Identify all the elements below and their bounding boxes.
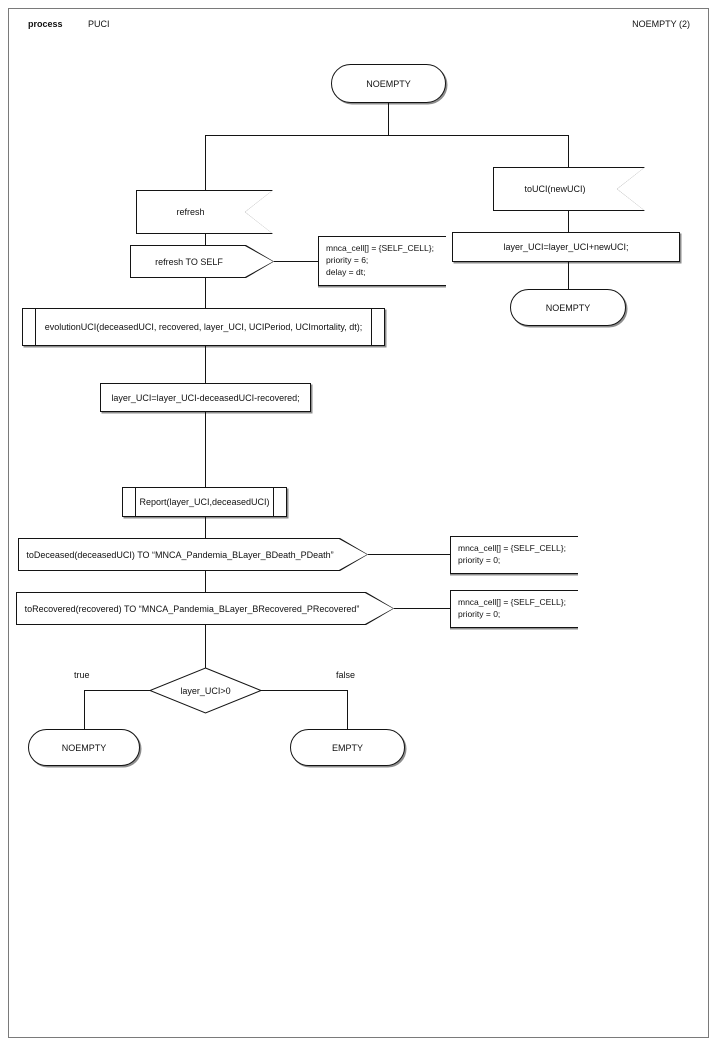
decision-condition-label: layer_UCI>0 bbox=[180, 685, 231, 696]
procedure-report[interactable]: Report(layer_UCI,deceasedUCI) bbox=[122, 487, 287, 517]
procedure-report-label: Report(layer_UCI,deceasedUCI) bbox=[138, 497, 271, 507]
state-noempty-touci-end-label: NOEMPTY bbox=[545, 302, 591, 313]
comment-refresh-line-2: priority = 6; bbox=[326, 255, 369, 265]
state-noempty-true-label: NOEMPTY bbox=[61, 742, 107, 753]
connector-task-to-report bbox=[205, 412, 206, 487]
connector-start-to-split bbox=[388, 103, 389, 135]
connector-comment-refresh bbox=[274, 261, 319, 262]
connector-split-bar bbox=[205, 135, 569, 136]
connector-comment-deceased bbox=[368, 554, 451, 555]
output-refresh-self-label: refresh TO SELF bbox=[155, 256, 223, 267]
connector-touci-to-task bbox=[568, 211, 569, 232]
state-empty-false-label: EMPTY bbox=[331, 742, 363, 753]
comment-deceased-parameters: mnca_cell[] = {SELF_CELL}; priority = 0; bbox=[450, 536, 578, 574]
comment-refresh-line-3: delay = dt; bbox=[326, 267, 366, 277]
connector-recovered-to-decision bbox=[205, 625, 206, 668]
input-touci-label: toUCI(newUCI) bbox=[524, 184, 586, 194]
procedure-evolution-uci-label: evolutionUCI(deceasedUCI, recovered, lay… bbox=[43, 322, 364, 332]
output-recovered-fill bbox=[17, 593, 393, 624]
connector-report-to-deceased bbox=[205, 517, 206, 538]
connector-deceased-to-recovered bbox=[205, 571, 206, 592]
comment-refresh-line-1: mnca_cell[] = {SELF_CELL}; bbox=[326, 243, 434, 253]
comment-deceased-line-1: mnca_cell[] = {SELF_CELL}; bbox=[458, 543, 566, 553]
connector-split-to-refresh bbox=[205, 135, 206, 190]
comment-refresh-parameters: mnca_cell[] = {SELF_CELL}; priority = 6;… bbox=[318, 236, 446, 286]
task-layer-uci-add[interactable]: layer_UCI=layer_UCI+newUCI; bbox=[452, 232, 680, 262]
connector-task-to-state-noempty bbox=[568, 262, 569, 289]
output-deceased-label: toDeceased(deceasedUCI) TO “MNCA_Pandemi… bbox=[26, 549, 334, 560]
connector-decision-false-horizontal bbox=[261, 690, 348, 691]
state-noempty-start[interactable]: NOEMPTY bbox=[331, 64, 446, 103]
procedure-evolution-uci[interactable]: evolutionUCI(deceasedUCI, recovered, lay… bbox=[22, 308, 385, 346]
connector-decision-false-vertical bbox=[347, 690, 348, 729]
connector-comment-recovered bbox=[394, 608, 451, 609]
header-process-name: PUCI bbox=[88, 19, 110, 29]
connector-refresh-to-output bbox=[205, 234, 206, 245]
branch-label-true: true bbox=[74, 670, 90, 680]
state-noempty-true[interactable]: NOEMPTY bbox=[28, 729, 140, 766]
task-layer-uci-subtract-label: layer_UCI=layer_UCI-deceasedUCI-recovere… bbox=[111, 392, 300, 403]
output-recovered-label: toRecovered(recovered) TO “MNCA_Pandemia… bbox=[24, 603, 360, 614]
page-border bbox=[8, 8, 709, 1038]
output-refresh-self-fill bbox=[131, 246, 273, 277]
connector-evolution-to-task bbox=[205, 346, 206, 383]
task-layer-uci-add-label: layer_UCI=layer_UCI+newUCI; bbox=[503, 242, 629, 252]
task-layer-uci-subtract[interactable]: layer_UCI=layer_UCI-deceasedUCI-recovere… bbox=[100, 383, 311, 412]
state-noempty-touci-end[interactable]: NOEMPTY bbox=[510, 289, 626, 326]
comment-deceased-line-2: priority = 0; bbox=[458, 555, 501, 565]
comment-recovered-line-1: mnca_cell[] = {SELF_CELL}; bbox=[458, 597, 566, 607]
comment-recovered-parameters: mnca_cell[] = {SELF_CELL}; priority = 0; bbox=[450, 590, 578, 628]
input-refresh-label: refresh bbox=[176, 207, 205, 217]
state-empty-false[interactable]: EMPTY bbox=[290, 729, 405, 766]
output-signal-to-recovered[interactable]: toRecovered(recovered) TO “MNCA_Pandemia… bbox=[16, 592, 394, 625]
output-signal-to-deceased[interactable]: toDeceased(deceasedUCI) TO “MNCA_Pandemi… bbox=[18, 538, 368, 571]
branch-label-false: false bbox=[336, 670, 356, 680]
header-page-reference: NOEMPTY (2) bbox=[632, 19, 690, 29]
comment-recovered-line-2: priority = 0; bbox=[458, 609, 501, 619]
output-deceased-fill bbox=[19, 539, 367, 570]
decision-layer-uci-positive[interactable]: layer_UCI>0 bbox=[149, 667, 262, 714]
state-noempty-start-label: NOEMPTY bbox=[366, 78, 411, 89]
header-keyword: process bbox=[28, 19, 63, 29]
output-signal-refresh-self[interactable]: refresh TO SELF bbox=[130, 245, 274, 278]
connector-output-to-evolution bbox=[205, 278, 206, 308]
connector-decision-true-vertical bbox=[84, 690, 85, 729]
input-signal-to-uci[interactable]: toUCI(newUCI) bbox=[493, 167, 645, 211]
connector-decision-true-horizontal bbox=[84, 690, 150, 691]
connector-split-to-touci bbox=[568, 135, 569, 167]
